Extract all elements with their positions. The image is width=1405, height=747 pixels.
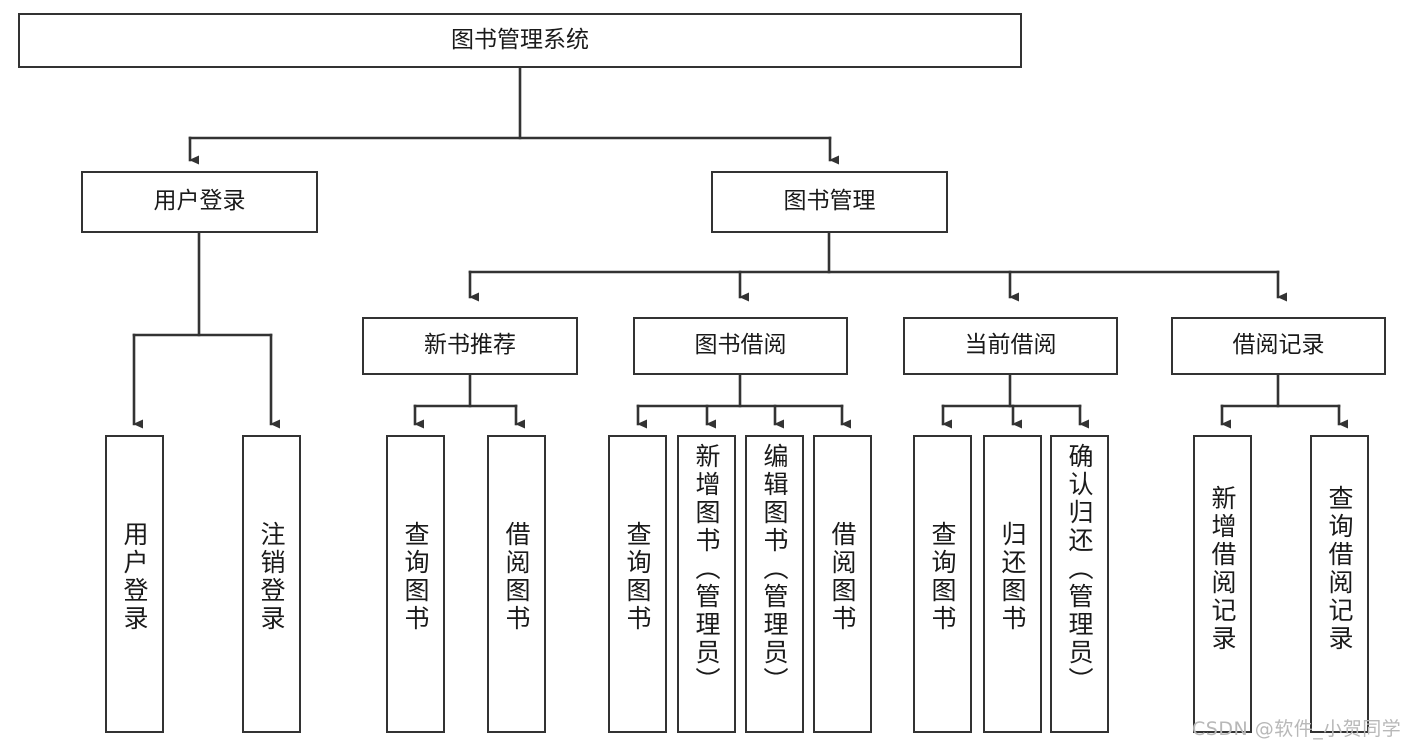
node-leaf-edit-book-admin[interactable]: 编辑图书（管理员） bbox=[745, 435, 804, 733]
csdn-watermark: CSDN @软件_小贺同学 bbox=[1192, 718, 1402, 740]
node-leaf-query-book-3-label: 查询图书 bbox=[928, 521, 957, 633]
node-book-management-label: 图书管理 bbox=[783, 188, 876, 215]
node-user-login[interactable]: 用户登录 bbox=[81, 171, 318, 233]
node-leaf-query-book-3[interactable]: 查询图书 bbox=[913, 435, 972, 733]
node-leaf-confirm-return-admin[interactable]: 确认归还（管理员） bbox=[1050, 435, 1109, 733]
node-leaf-query-book-1[interactable]: 查询图书 bbox=[386, 435, 445, 733]
node-leaf-borrow-book-1-label: 借阅图书 bbox=[502, 521, 531, 633]
node-leaf-borrow-book-1[interactable]: 借阅图书 bbox=[487, 435, 546, 733]
node-current-borrow[interactable]: 当前借阅 bbox=[903, 317, 1118, 375]
node-leaf-add-borrow-record-label: 新增借阅记录 bbox=[1208, 485, 1237, 653]
node-leaf-return-book[interactable]: 归还图书 bbox=[983, 435, 1042, 733]
node-leaf-add-book-admin-label: 新增图书（管理员） bbox=[692, 443, 721, 695]
node-current-borrow-label: 当前借阅 bbox=[964, 332, 1057, 359]
node-leaf-confirm-return-admin-label: 确认归还（管理员） bbox=[1065, 443, 1094, 695]
node-user-login-label: 用户登录 bbox=[153, 188, 246, 215]
node-leaf-add-borrow-record[interactable]: 新增借阅记录 bbox=[1193, 435, 1252, 733]
node-borrow-record[interactable]: 借阅记录 bbox=[1171, 317, 1386, 375]
node-leaf-logout-login[interactable]: 注销登录 bbox=[242, 435, 301, 733]
node-leaf-user-login-label: 用户登录 bbox=[120, 521, 149, 633]
node-borrow-record-label: 借阅记录 bbox=[1232, 332, 1325, 359]
node-book-borrow-label: 图书借阅 bbox=[694, 332, 787, 359]
node-root-label: 图书管理系统 bbox=[451, 26, 589, 53]
node-leaf-borrow-book-2[interactable]: 借阅图书 bbox=[813, 435, 872, 733]
node-leaf-query-borrow-record-label: 查询借阅记录 bbox=[1325, 485, 1354, 653]
node-leaf-query-book-2[interactable]: 查询图书 bbox=[608, 435, 667, 733]
node-book-borrow[interactable]: 图书借阅 bbox=[633, 317, 848, 375]
node-leaf-query-borrow-record[interactable]: 查询借阅记录 bbox=[1310, 435, 1369, 733]
node-leaf-return-book-label: 归还图书 bbox=[998, 521, 1027, 633]
node-leaf-logout-login-label: 注销登录 bbox=[257, 521, 286, 633]
node-leaf-query-book-1-label: 查询图书 bbox=[401, 521, 430, 633]
node-root-book-management-system[interactable]: 图书管理系统 bbox=[18, 13, 1022, 68]
node-leaf-user-login[interactable]: 用户登录 bbox=[105, 435, 164, 733]
node-book-management[interactable]: 图书管理 bbox=[711, 171, 948, 233]
node-leaf-borrow-book-2-label: 借阅图书 bbox=[828, 521, 857, 633]
node-new-book-recommend-label: 新书推荐 bbox=[424, 332, 516, 359]
node-leaf-query-book-2-label: 查询图书 bbox=[623, 521, 652, 633]
node-new-book-recommend[interactable]: 新书推荐 bbox=[362, 317, 578, 375]
node-leaf-edit-book-admin-label: 编辑图书（管理员） bbox=[760, 443, 789, 695]
node-leaf-add-book-admin[interactable]: 新增图书（管理员） bbox=[677, 435, 736, 733]
